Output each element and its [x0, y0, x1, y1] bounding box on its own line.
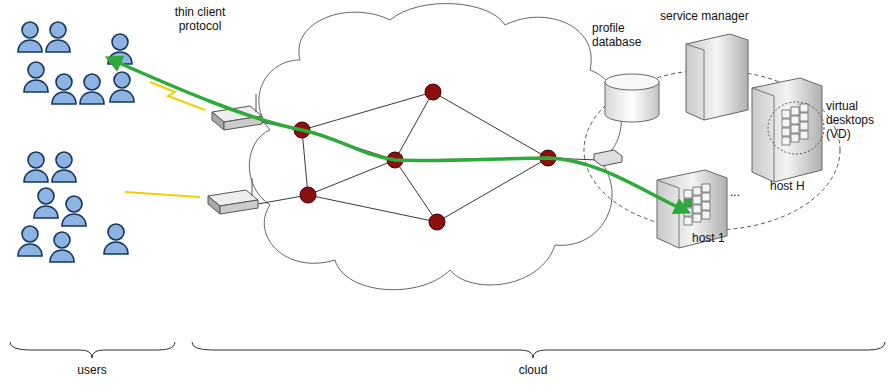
- node-text: service manager: [660, 10, 770, 24]
- group-label: users: [62, 364, 122, 378]
- ellipsis: ...: [730, 186, 750, 200]
- vd-label: virtual desktops (VD): [826, 100, 884, 141]
- node-text: host 1: [692, 232, 742, 246]
- group-label-text: cloud: [519, 363, 548, 377]
- server-label: service manager: [660, 10, 770, 24]
- ellipsis-text: ...: [730, 185, 740, 199]
- server-label: host 1: [692, 232, 742, 246]
- group-label-text: users: [77, 363, 106, 377]
- group-label: cloud: [503, 364, 563, 378]
- server-label: host H: [770, 180, 820, 194]
- protocol-label-text: thin client protocol: [175, 5, 226, 33]
- node-text: profile database: [592, 22, 652, 50]
- node-text: host H: [770, 180, 820, 194]
- database-label: profile database: [592, 22, 652, 50]
- vd-label-text: virtual desktops (VD): [826, 99, 874, 141]
- protocol-label: thin client protocol: [160, 6, 240, 34]
